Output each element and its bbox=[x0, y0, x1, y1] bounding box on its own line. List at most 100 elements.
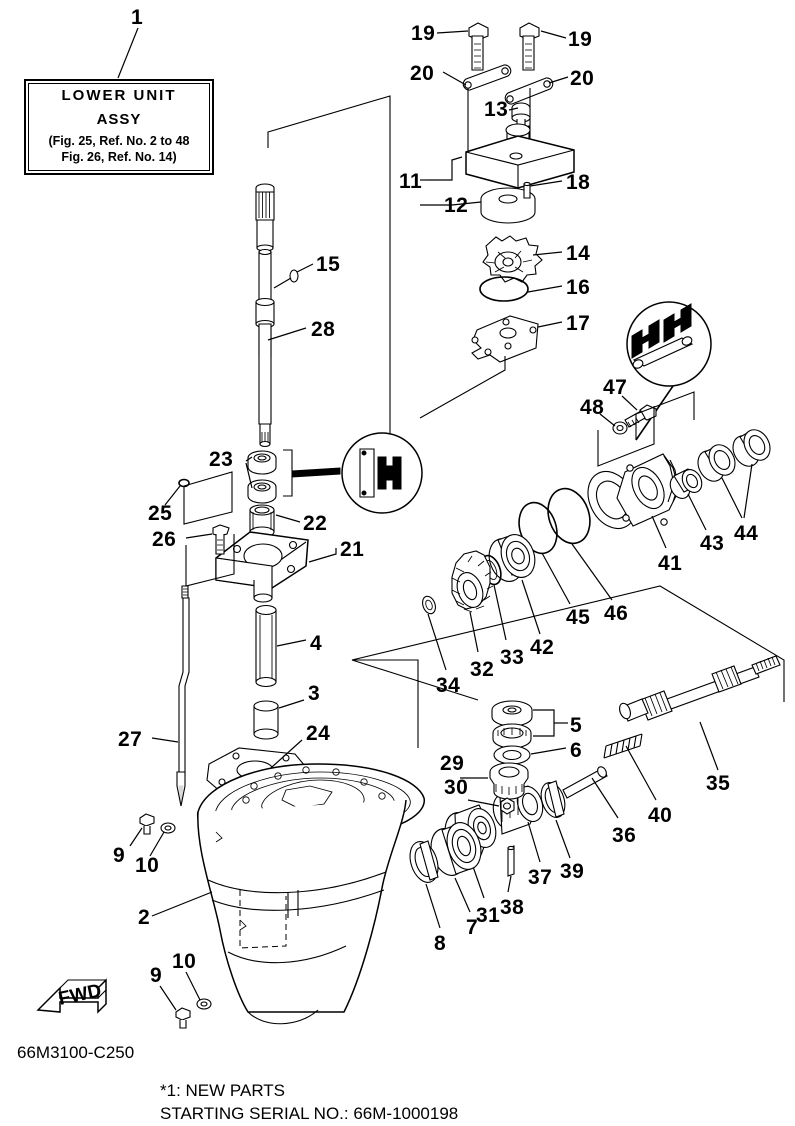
part-gearcase-housing-2 bbox=[197, 763, 425, 1025]
leader-41 bbox=[651, 515, 667, 549]
group-frame-propshaft-2 bbox=[351, 659, 479, 701]
leader-16 bbox=[527, 285, 563, 293]
part-thrust-bearing-5b bbox=[492, 723, 532, 749]
callout-44: 44 bbox=[734, 522, 758, 545]
leader-20-right bbox=[548, 76, 569, 84]
part-bearing-44a bbox=[697, 444, 736, 482]
callout-30: 30 bbox=[444, 776, 468, 799]
part-shift-rod-27 bbox=[176, 585, 190, 807]
leader-18 bbox=[529, 180, 563, 187]
part-gasket-plate-17 bbox=[471, 315, 539, 363]
part-oring-45 bbox=[518, 501, 558, 555]
leader-20-left bbox=[442, 71, 467, 86]
title-block-line3: (Fig. 25, Ref. No. 2 to 48 bbox=[48, 133, 190, 148]
callout-3: 3 bbox=[308, 682, 320, 705]
part-impeller-14 bbox=[482, 235, 543, 283]
part-bolt-47 bbox=[624, 404, 657, 428]
leader-35 bbox=[699, 721, 719, 771]
part-bearing-42 bbox=[488, 534, 536, 582]
callout-25: 25 bbox=[148, 502, 172, 525]
callout-17: 17 bbox=[566, 312, 590, 335]
callout-15: 15 bbox=[316, 253, 340, 276]
part-bearing-7 bbox=[430, 822, 482, 876]
callout-2: 2 bbox=[138, 906, 150, 929]
part-grommet-3 bbox=[253, 700, 279, 740]
group-frame-26 bbox=[185, 534, 235, 587]
callout-14: 14 bbox=[566, 242, 590, 265]
callout-21: 21 bbox=[340, 538, 364, 561]
leader-46 bbox=[571, 543, 613, 601]
leader-33 bbox=[493, 584, 507, 641]
callout-5: 5 bbox=[570, 714, 582, 737]
leader-6 bbox=[530, 747, 567, 755]
leader-5 bbox=[533, 709, 568, 737]
callout-22: 22 bbox=[303, 512, 327, 535]
callout-42: 42 bbox=[530, 636, 554, 659]
part-bearing-23-lower bbox=[247, 479, 277, 504]
leader-39 bbox=[555, 819, 571, 859]
part-wear-plate-12 bbox=[480, 187, 536, 224]
detail-circle-bearing-marking bbox=[341, 432, 423, 514]
part-cross-pin-38 bbox=[507, 845, 515, 877]
part-thrust-washer-6 bbox=[493, 745, 531, 765]
callout-29: 29 bbox=[440, 752, 464, 775]
leader-40 bbox=[625, 745, 657, 801]
part-shim-34 bbox=[422, 595, 436, 615]
leader-43 bbox=[687, 493, 707, 531]
part-link-plate-20-left bbox=[462, 64, 512, 91]
part-seal-housing-22 bbox=[249, 504, 275, 538]
leader-21 bbox=[308, 548, 337, 563]
part-bearing-29 bbox=[489, 762, 529, 800]
callout-38: 38 bbox=[500, 896, 524, 919]
callout-27: 27 bbox=[118, 728, 142, 751]
part-bolt-19-right bbox=[519, 22, 540, 71]
callout-20-right: 20 bbox=[570, 67, 594, 90]
detail-pointer-23 bbox=[291, 467, 341, 478]
leader-30 bbox=[467, 799, 500, 807]
callout-47: 47 bbox=[603, 376, 627, 399]
part-oil-seal-8 bbox=[409, 840, 439, 883]
leader-10-lower bbox=[185, 971, 201, 1001]
callout-10-lower: 10 bbox=[172, 950, 196, 973]
leader-42 bbox=[521, 579, 541, 635]
title-block-line4: Fig. 26, Ref. No. 14) bbox=[61, 149, 177, 164]
part-forward-gear-5 bbox=[491, 700, 533, 727]
note-new-parts: *1: NEW PARTS bbox=[160, 1081, 286, 1100]
callout-32: 32 bbox=[470, 658, 494, 681]
part-bolt-9-lower bbox=[175, 1007, 191, 1029]
fwd-arrow-marker bbox=[36, 978, 107, 1014]
part-oring-16 bbox=[479, 276, 529, 302]
part-bolt-19-left bbox=[468, 22, 489, 71]
leader-12 bbox=[420, 201, 482, 206]
callout-8: 8 bbox=[434, 932, 446, 955]
callout-13: 13 bbox=[484, 98, 508, 121]
part-pin-15 bbox=[289, 269, 299, 283]
leader-19-left bbox=[436, 30, 469, 34]
leader-19-right bbox=[540, 30, 567, 39]
title-block-line1: LOWER UNIT bbox=[61, 86, 177, 104]
leader-8 bbox=[425, 883, 441, 929]
part-washer-48 bbox=[612, 421, 628, 435]
note-serial-number: STARTING SERIAL NO.: 66M-1000198 bbox=[160, 1103, 459, 1123]
callout-19-left: 19 bbox=[411, 22, 435, 45]
leader-4 bbox=[276, 639, 307, 647]
leader-22 bbox=[275, 514, 301, 523]
part-pin-18 bbox=[523, 181, 531, 199]
leader-3 bbox=[278, 699, 305, 709]
callout-23: 23 bbox=[209, 448, 233, 471]
callout-20-left: 20 bbox=[410, 62, 434, 85]
part-bearing-23-upper bbox=[247, 450, 277, 475]
leader-15 bbox=[273, 263, 314, 289]
callout-36: 36 bbox=[612, 824, 636, 847]
leader-10-upper bbox=[149, 831, 165, 857]
leader-23 bbox=[245, 456, 253, 489]
leader-48 bbox=[599, 413, 616, 427]
part-washer-10-lower bbox=[196, 998, 212, 1010]
bracket-23 bbox=[283, 449, 293, 497]
leader-9-upper bbox=[129, 827, 143, 847]
part-bearing-housing-21 bbox=[215, 531, 309, 603]
leader-26 bbox=[185, 533, 213, 539]
callout-43: 43 bbox=[700, 532, 724, 555]
